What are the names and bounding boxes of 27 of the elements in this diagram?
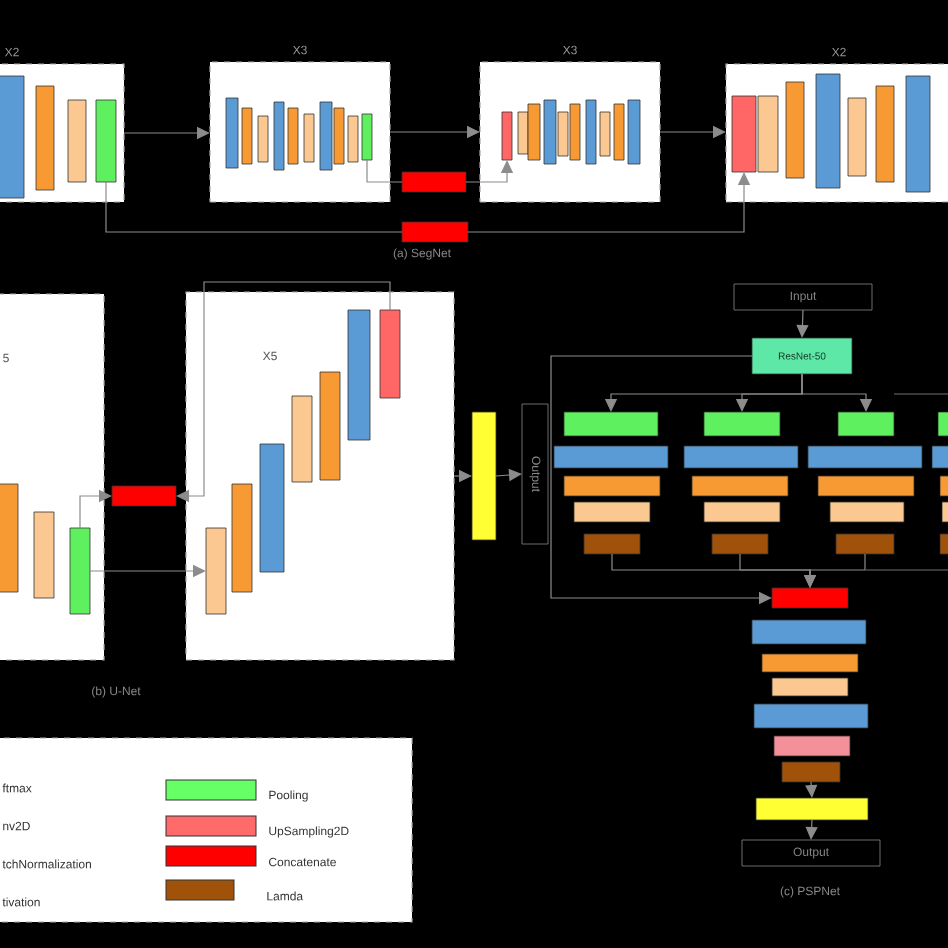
layer-bar (781, 761, 841, 783)
layer-bar (95, 99, 117, 183)
arrow (366, 159, 403, 183)
layer-bar (361, 113, 373, 161)
layer-bar (111, 485, 177, 507)
layer-bar (401, 171, 467, 193)
layer-bar (401, 221, 469, 243)
layer-bar (711, 533, 769, 555)
arrow (805, 819, 818, 840)
layer-bar (755, 797, 869, 821)
arrow (805, 781, 818, 798)
layer-bar (205, 527, 227, 615)
arrow (79, 489, 112, 529)
layer-bar (501, 111, 513, 161)
layer-bar (563, 411, 659, 437)
layer-bar (703, 411, 781, 437)
layer-bar (837, 411, 895, 437)
arrow (796, 309, 809, 338)
layer-bar (835, 533, 895, 555)
arrow (801, 373, 873, 412)
layer-bar (731, 95, 757, 173)
layer-bar (69, 527, 91, 615)
layer-bar (471, 411, 497, 541)
layer-bar (379, 309, 401, 399)
layer-bar (583, 533, 641, 555)
arrow (176, 281, 391, 503)
layer-bar (771, 587, 849, 609)
